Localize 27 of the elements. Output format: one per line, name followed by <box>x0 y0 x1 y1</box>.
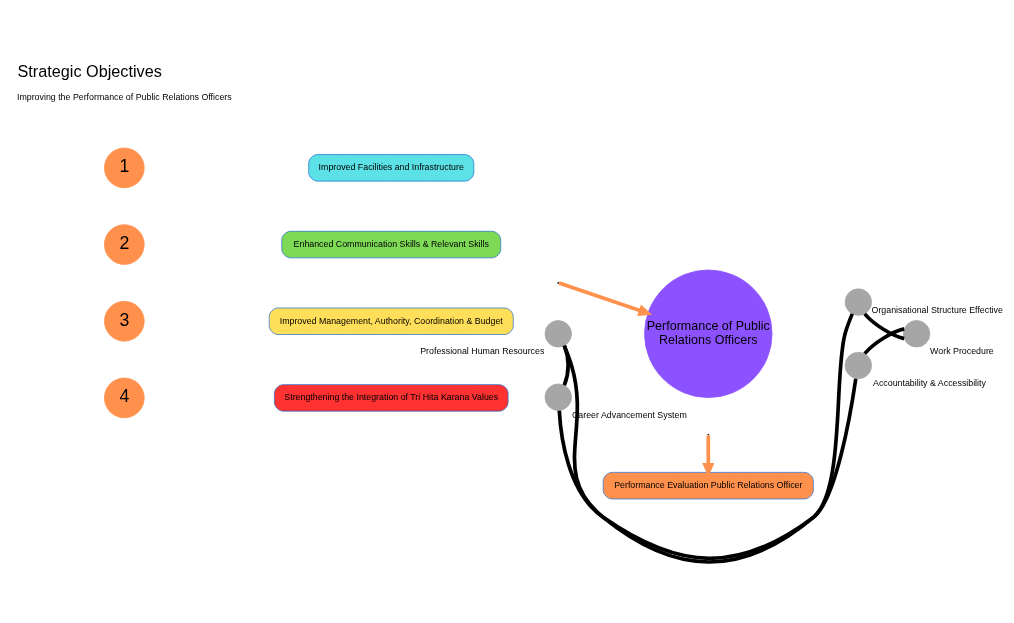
node-circle <box>544 383 572 411</box>
node-circle <box>844 351 872 380</box>
node-circle: 4 <box>104 377 145 419</box>
node-circle <box>544 320 572 348</box>
node-label: Accountability & Accessibility <box>873 377 986 388</box>
connector <box>562 345 571 386</box>
node-box: Improved Facilities and Infrastructure <box>308 154 475 182</box>
node-circle: Performance of Public Relations Officers <box>644 269 773 398</box>
node-circle: 3 <box>104 300 145 342</box>
node-box: Improved Management, Authority, Coordination & Budget <box>268 307 514 335</box>
node-label: Work Procedure <box>930 346 994 357</box>
node-box: Strengthening the Integration of Tri Hita Karana Values <box>274 384 509 412</box>
connector <box>562 313 854 564</box>
node-circle <box>844 288 872 316</box>
node-box: Enhanced Communication Skills & Relevant Skills <box>281 230 502 259</box>
node-circle <box>902 320 931 348</box>
node-circle: 1 <box>104 147 145 189</box>
connector <box>863 312 905 341</box>
label: Improving the Performance of Public Relations Officers <box>16 92 232 103</box>
connector <box>863 327 905 355</box>
connector <box>557 378 858 561</box>
node-box: Performance Evaluation Public Relations Officer <box>602 472 814 500</box>
node-label: Organisational Structure Effective <box>871 304 1003 315</box>
arrow <box>558 281 653 317</box>
node-circle: 2 <box>104 224 145 265</box>
node-label: Professional Human Resources <box>420 346 545 357</box>
diagram-title: Strategic Objectives <box>17 61 162 80</box>
